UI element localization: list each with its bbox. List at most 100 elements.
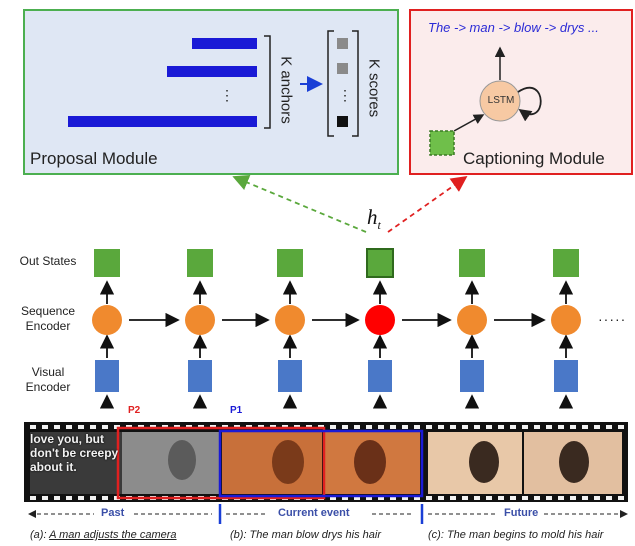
sprocket-hole-bottom-38 [474,496,480,500]
sprocket-hole-bottom-4 [66,496,72,500]
sprocket-hole-bottom-1 [30,496,36,500]
sprocket-hole-top-36 [450,425,456,429]
hidden-state-symbol: h [367,205,378,229]
sprocket-hole-top-41 [510,425,516,429]
sprocket-hole-top-4 [66,425,72,429]
sprocket-hole-bottom-3 [54,496,60,500]
encoder-columns [92,248,581,409]
frame-2-face [168,440,196,480]
caption-input-square [429,130,455,156]
sprocket-hole-top-5 [78,425,84,429]
ht-to-captioning-arrow [387,175,468,233]
sprocket-hole-top-39 [486,425,492,429]
sprocket-hole-top-48 [594,425,600,429]
sprocket-hole-bottom-46 [570,496,576,500]
k-scores-text: K scores [365,58,383,118]
proposal-p2-box [116,426,326,500]
hidden-state-subscript: t [377,218,381,233]
trailing-dots: ····· [598,311,627,327]
sprocket-hole-top-40 [498,425,504,429]
visual-encoder-line-1: Visual [31,365,65,379]
anchor-bar-1 [192,38,257,49]
sprocket-hole-bottom-27 [342,496,348,500]
sprocket-hole-top-45 [558,425,564,429]
lstm-recurrent-loop [517,86,542,122]
visual-encoder-node-1 [95,360,119,392]
sprocket-hole-top-1 [30,425,36,429]
sprocket-hole-top-50 [618,425,624,429]
timeline-past-label: Past [101,507,125,519]
proposal-p2-label: P2 [128,405,141,416]
sprocket-hole-bottom-39 [486,496,492,500]
sequence-encoder-line-1: Sequence [20,304,76,318]
out-states-label: Out States [19,254,77,268]
k-scores-label: K scores [364,38,384,138]
sprocket-hole-top-49 [606,425,612,429]
sprocket-hole-top-38 [474,425,480,429]
sprocket-hole-bottom-49 [606,496,612,500]
frame-3 [222,432,322,494]
score-square-2 [337,63,348,74]
visual-encoder-node-6 [554,360,578,392]
k-anchors-label: K anchors [276,40,296,140]
proposal-module-title: Proposal Module [30,149,158,168]
sprocket-hole-top-34 [426,425,432,429]
out-state-node-1 [94,249,120,277]
lstm-node [479,80,521,122]
proposal-module-box [23,9,399,175]
k-anchors-text: K anchors [277,56,295,124]
sprocket-hole-bottom-44 [546,496,552,500]
score-ellipsis: ⋮ [338,87,352,103]
hidden-state-label: ht [367,205,381,233]
anchor-ellipsis: ⋮ [220,87,234,103]
caption-a-prefix: (a): [30,529,50,541]
sprocket-hole-bottom-45 [558,496,564,500]
sprocket-hole-bottom-28 [354,496,360,500]
sprocket-hole-top-35 [438,425,444,429]
sprocket-hole-top-47 [582,425,588,429]
frame-6-face [559,441,589,483]
sprocket-hole-top-37 [462,425,468,429]
out-state-node-2 [187,249,213,277]
out-state-node-6 [553,249,579,277]
scores-bracket-left [327,30,334,137]
timeline-right-arrowhead [620,510,628,518]
timeline-future-label: Future [504,507,539,519]
score-square-3 [337,116,348,127]
anchor-brace [264,35,271,129]
visual-encoder-node-5 [460,360,484,392]
frame-1 [30,432,122,494]
sequence-encoder-node-3 [275,305,305,335]
scores-bracket-right [352,30,359,137]
anchor-bars [68,38,257,127]
sprocket-hole-bottom-33 [414,496,420,500]
sprocket-hole-bottom-42 [522,496,528,500]
sprocket-hole-bottom-2 [42,496,48,500]
caption-a: (a): A man adjusts the camera [30,529,177,541]
generated-caption: The -> man -> blow -> drys ... [428,20,599,35]
sprocket-hole-bottom-47 [582,496,588,500]
lstm-label: LSTM [487,95,515,106]
anchor-bar-3 [68,116,257,127]
out-state-node-4 [366,248,394,278]
out-state-node-5 [459,249,485,277]
sprocket-hole-bottom-7 [102,496,108,500]
sprocket-hole-bottom-29 [366,496,372,500]
sprocket-hole-bottom-36 [450,496,456,500]
sprocket-hole-bottom-40 [498,496,504,500]
input-to-lstm-arrow [453,114,485,132]
frame-3-face [272,440,304,484]
caption-c: (c): The man begins to mold his hair [428,529,604,541]
proposal-p1-label: P1 [230,405,243,416]
sprocket-hole-top-27 [342,425,348,429]
sequence-encoder-line-2: Encoder [25,319,71,333]
score-square-1 [337,38,348,49]
out-state-node-3 [277,249,303,277]
sprocket-hole-top-28 [354,425,360,429]
captioning-module-title: Captioning Module [463,149,605,168]
sequence-encoder-node-1 [92,305,122,335]
sprocket-hole-bottom-41 [510,496,516,500]
